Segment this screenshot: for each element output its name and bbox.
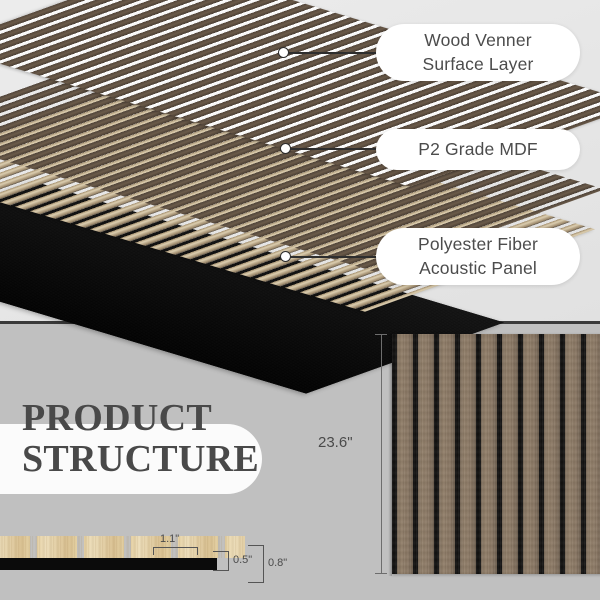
cross-section-slat-blocks bbox=[0, 536, 245, 558]
cross-section-acoustic-base bbox=[0, 558, 217, 570]
callout-leader-line-p2-grade-mdf bbox=[290, 148, 380, 150]
dimension-tick-slat-width-left bbox=[153, 547, 154, 555]
callout-label-wood-veneer-text: Wood Venner Surface Layer bbox=[422, 30, 534, 74]
dimension-tick-slat-width-right bbox=[197, 547, 198, 555]
cross-section-illustration bbox=[0, 536, 245, 576]
dimension-line-total-thickness bbox=[263, 545, 264, 583]
callout-leader-line-polyester-fiber-acoustic-panel bbox=[290, 256, 380, 258]
cross-section-wood-grain bbox=[0, 536, 245, 558]
dimension-tick-panel-height-top bbox=[375, 334, 387, 335]
title-banner-background bbox=[0, 424, 262, 494]
dimension-tick-panel-height-bottom bbox=[375, 573, 387, 574]
dimension-extension-total-thickness-bottom bbox=[248, 582, 264, 583]
callout-leader-line-wood-veneer bbox=[288, 52, 380, 54]
exploded-layers-illustration bbox=[0, 0, 600, 394]
dimension-line-slat-width bbox=[153, 547, 198, 548]
callout-label-wood-veneer[interactable]: Wood Venner Surface Layer bbox=[376, 24, 580, 81]
slat-panel-product-photo bbox=[392, 334, 600, 574]
dimension-label-panel-height: 23.6" bbox=[318, 434, 353, 451]
dimension-line-slat-thickness bbox=[228, 551, 229, 571]
page-title: PRODUCT STRUCTURE bbox=[22, 397, 260, 480]
callout-label-p2-grade-mdf[interactable]: P2 Grade MDF bbox=[376, 129, 580, 170]
slat-panel-shadow bbox=[388, 334, 392, 576]
callout-label-polyester-fiber-acoustic-panel-text: Polyester Fiber Acoustic Panel bbox=[418, 234, 538, 278]
dimension-label-slat-thickness: 0.5" bbox=[233, 554, 253, 566]
dimension-extension-slat-thickness-top bbox=[213, 551, 229, 552]
callout-label-polyester-fiber-acoustic-panel[interactable]: Polyester Fiber Acoustic Panel bbox=[376, 228, 580, 285]
dimension-extension-total-thickness-top bbox=[248, 545, 264, 546]
dimension-label-slat-width: 1.1" bbox=[160, 533, 180, 545]
dimension-label-total-thickness: 0.8" bbox=[268, 557, 288, 569]
dimension-line-panel-height bbox=[381, 334, 382, 574]
callout-label-p2-grade-mdf-text: P2 Grade MDF bbox=[418, 138, 538, 159]
dimension-extension-slat-thickness-bottom bbox=[213, 570, 229, 571]
